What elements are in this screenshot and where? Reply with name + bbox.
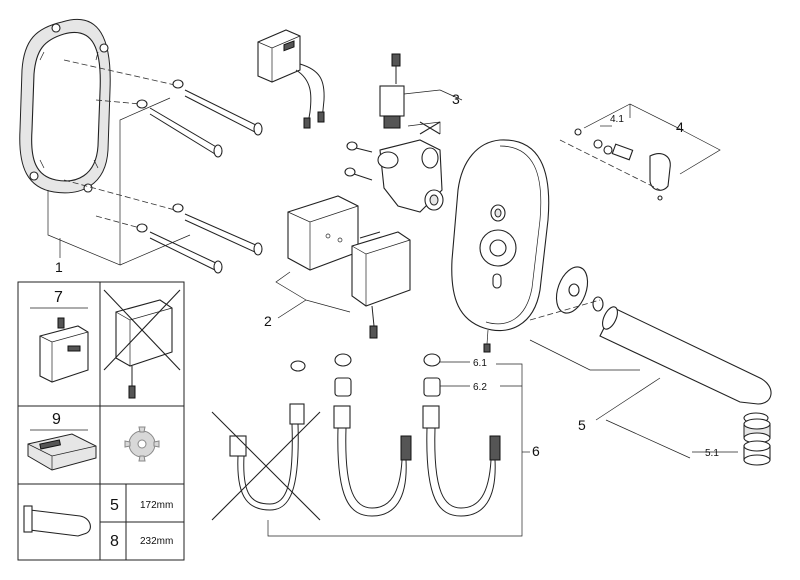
hose-1	[333, 405, 412, 517]
spout-part-5	[529, 299, 772, 421]
callout-1: 1	[55, 259, 63, 275]
spout-size-icon	[23, 505, 91, 537]
bolt-1	[172, 79, 263, 136]
rosette	[555, 266, 604, 314]
power-supply-part-2	[351, 231, 411, 339]
callout-2: 2	[264, 313, 272, 329]
connector-6-2	[334, 377, 441, 397]
cell-9-number: 9	[52, 411, 61, 428]
callout-5: 5	[578, 417, 586, 433]
mounting-bolts	[136, 79, 263, 274]
callout-4-1: 4.1	[610, 114, 624, 125]
transformer-box	[287, 195, 359, 271]
hose-crossed	[211, 403, 321, 521]
callout-3: 3	[452, 91, 460, 107]
gear-icon	[124, 426, 160, 462]
valve-body	[344, 139, 444, 213]
no-tool-symbol	[419, 121, 441, 135]
callout-5-1: 5.1	[705, 448, 719, 459]
callout-4: 4	[676, 119, 684, 135]
remote-control-icon	[27, 433, 97, 471]
hose-2	[422, 405, 501, 517]
bolt-3	[172, 203, 263, 256]
row-8-number: 8	[110, 533, 119, 550]
sensor-box	[257, 29, 325, 129]
hose-set-part-6	[211, 353, 530, 537]
spare-parts-table: 7 9	[17, 281, 185, 561]
solenoid-valve-part-3	[379, 53, 463, 135]
callout-6-2: 6.2	[473, 382, 487, 393]
callout-labels: 1 2 3 4 4.1 5 5.1 6 6.1 6.2	[55, 91, 719, 459]
cover-plate	[451, 139, 550, 353]
handle-assembly-part-4	[559, 103, 721, 201]
bolt-4	[136, 223, 223, 274]
connector-6-1	[290, 353, 441, 372]
row-5-size: 172mm	[140, 500, 173, 511]
bolt-2	[136, 99, 223, 158]
row-8-size: 232mm	[140, 536, 173, 547]
controller-module-icon	[39, 317, 89, 383]
cell-7-number: 7	[54, 289, 63, 306]
leader-part-2	[275, 271, 351, 319]
aerator-part-5-1	[605, 412, 771, 466]
callout-6-1: 6.1	[473, 358, 487, 369]
module-crossed-icon	[103, 289, 181, 399]
row-5-number: 5	[110, 497, 119, 514]
mounting-frame-part-1	[19, 18, 111, 194]
projection-box-part-1	[47, 59, 191, 266]
callout-6: 6	[532, 443, 540, 459]
